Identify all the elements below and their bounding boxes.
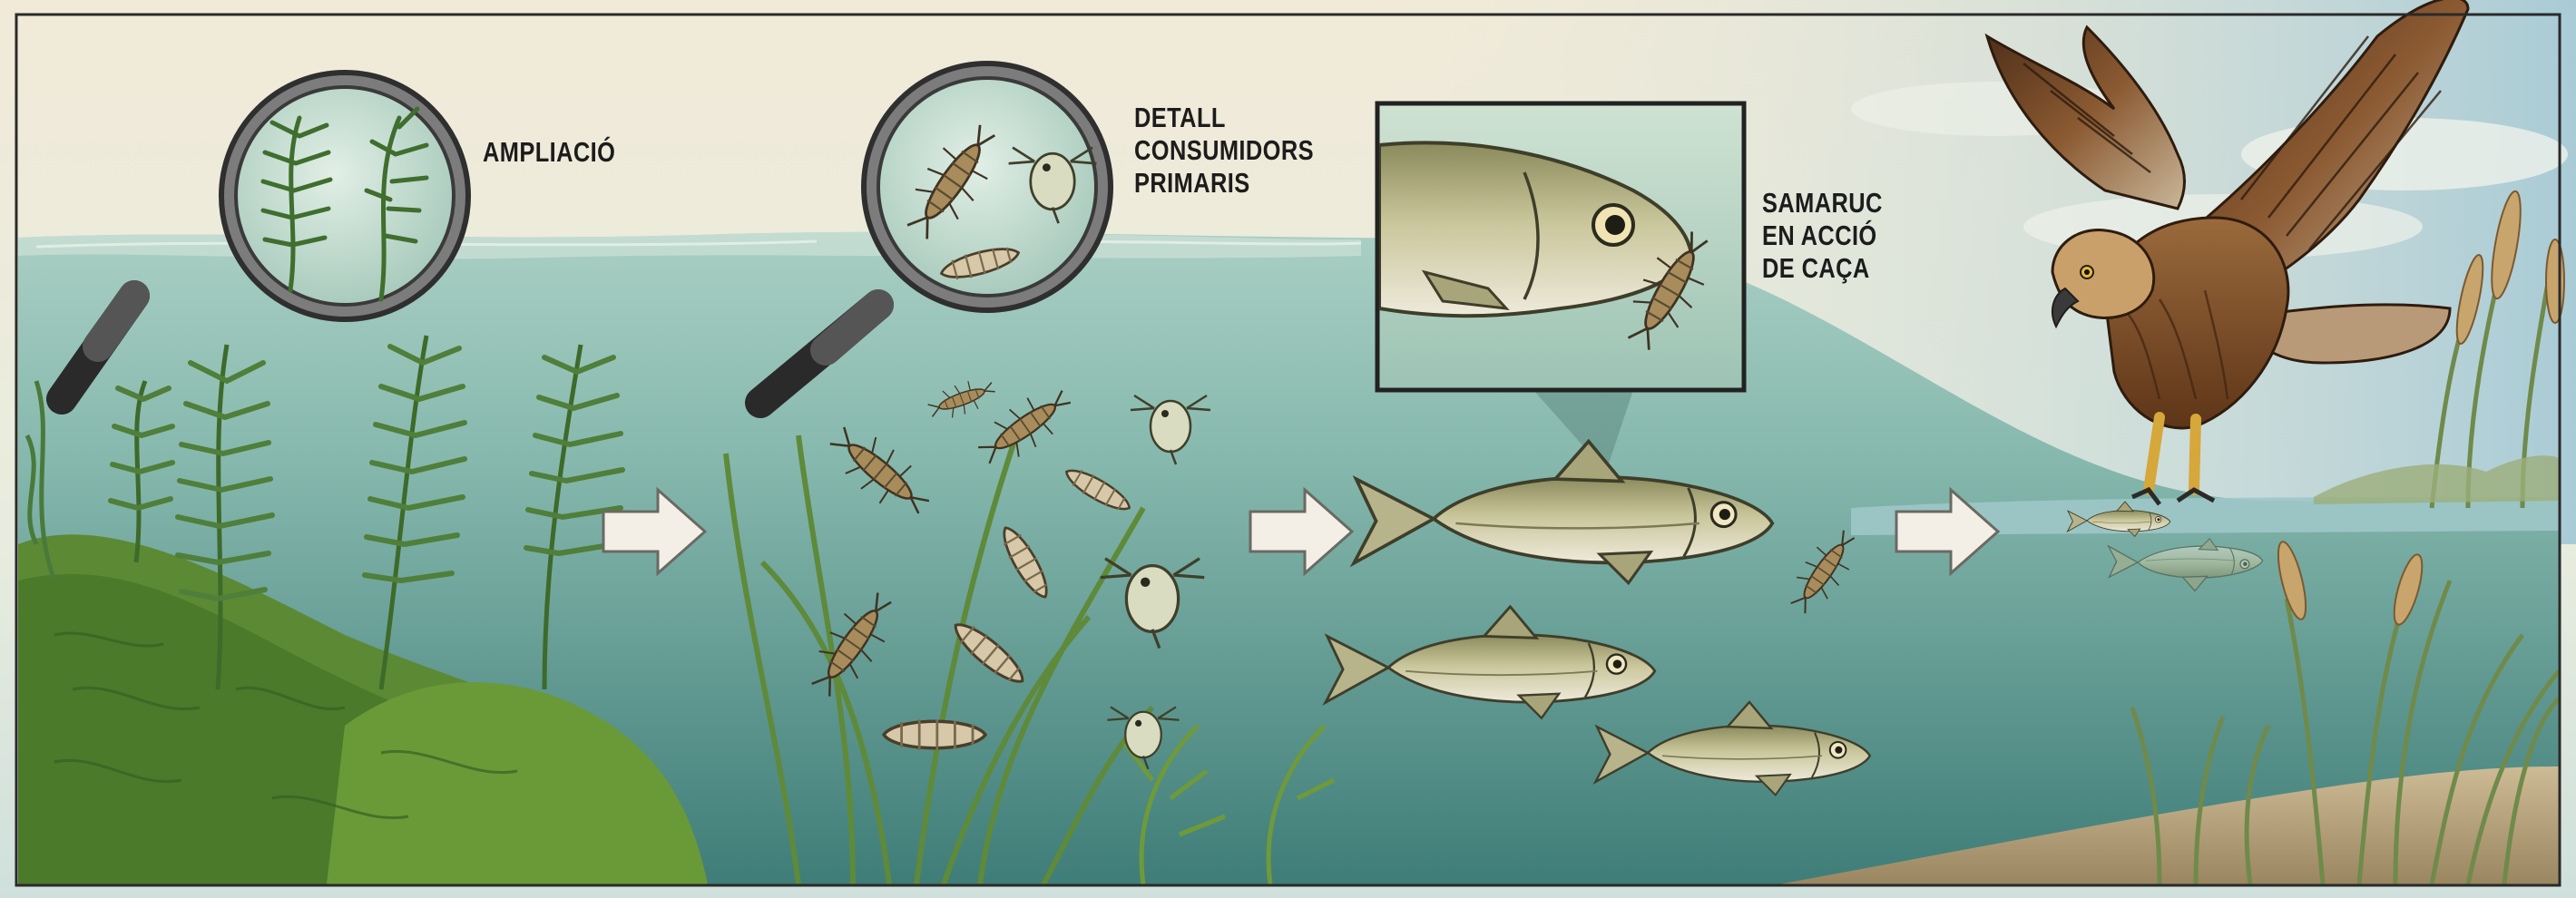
- label-detall-consumidors: DETALL CONSUMIDORS PRIMARIS: [1134, 102, 1314, 200]
- label-ampliacio: AMPLIACIÓ: [483, 136, 615, 169]
- label-samaruc: SAMARUC EN ACCIÓ DE CAÇA: [1762, 187, 1883, 285]
- label-line: PRIMARIS: [1134, 167, 1314, 200]
- label-line: DETALL: [1134, 102, 1314, 134]
- label-line: DE CAÇA: [1762, 252, 1883, 285]
- label-line: CONSUMIDORS: [1134, 134, 1314, 167]
- label-line: AMPLIACIÓ: [483, 136, 615, 169]
- label-line: SAMARUC: [1762, 187, 1883, 220]
- label-line: EN ACCIÓ: [1762, 220, 1883, 252]
